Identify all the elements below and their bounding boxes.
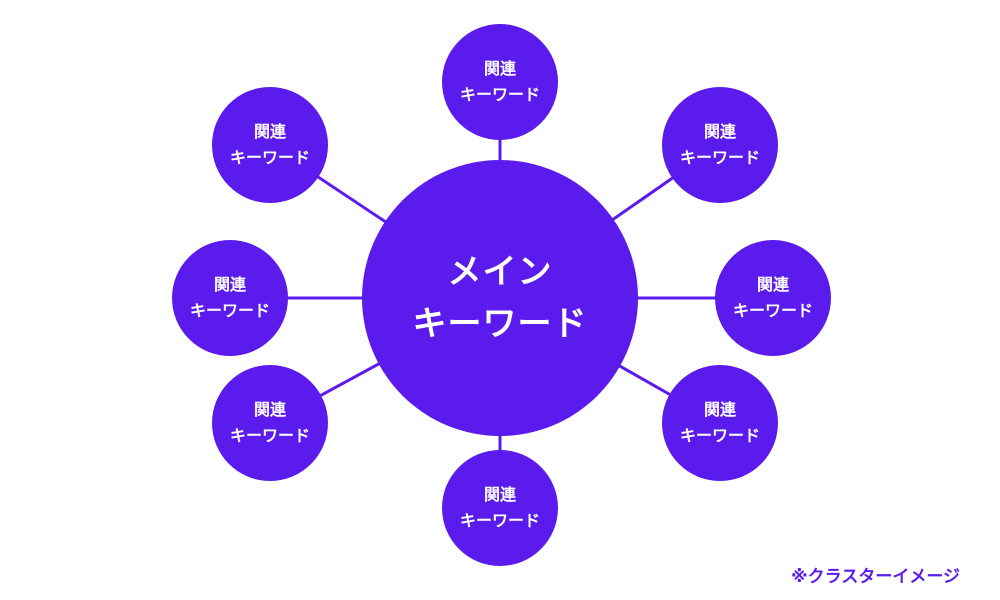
related-keyword-node-top-right: 関連 キーワード xyxy=(662,87,778,203)
related-keyword-node-bottom: 関連 キーワード xyxy=(442,450,558,566)
main-keyword-node: メイン キーワード xyxy=(362,160,638,436)
related-keyword-line2: キーワード xyxy=(679,426,760,445)
related-keyword-line2: キーワード xyxy=(229,426,310,445)
related-keyword-line2: キーワード xyxy=(459,511,540,530)
related-keyword-line1: 関連 xyxy=(703,122,736,141)
related-keyword-line1: 関連 xyxy=(253,400,286,419)
related-keyword-line2: キーワード xyxy=(459,85,540,104)
related-keyword-line2: キーワード xyxy=(732,301,813,320)
related-keyword-line2: キーワード xyxy=(679,148,760,167)
related-keyword-line1: 関連 xyxy=(253,122,286,141)
related-keyword-line2: キーワード xyxy=(229,148,310,167)
related-keyword-node-top-left: 関連 キーワード xyxy=(212,87,328,203)
related-keyword-line1: 関連 xyxy=(483,485,516,504)
related-keyword-node-bottom-right: 関連 キーワード xyxy=(662,365,778,481)
main-keyword-line1: メイン xyxy=(447,252,553,292)
related-keyword-node-top: 関連 キーワード xyxy=(442,24,558,140)
related-keyword-line1: 関連 xyxy=(703,400,736,419)
related-keyword-line1: 関連 xyxy=(483,59,516,78)
related-keyword-node-bottom-left: 関連 キーワード xyxy=(212,365,328,481)
related-keyword-node-left: 関連 キーワード xyxy=(172,240,288,356)
main-keyword-line2: キーワード xyxy=(412,304,588,344)
related-keyword-line1: 関連 xyxy=(756,275,789,294)
cluster-image-caption: ※クラスターイメージ xyxy=(791,567,960,587)
related-keyword-line2: キーワード xyxy=(189,301,270,320)
related-keyword-line1: 関連 xyxy=(213,275,246,294)
related-keyword-node-right: 関連 キーワード xyxy=(715,240,831,356)
